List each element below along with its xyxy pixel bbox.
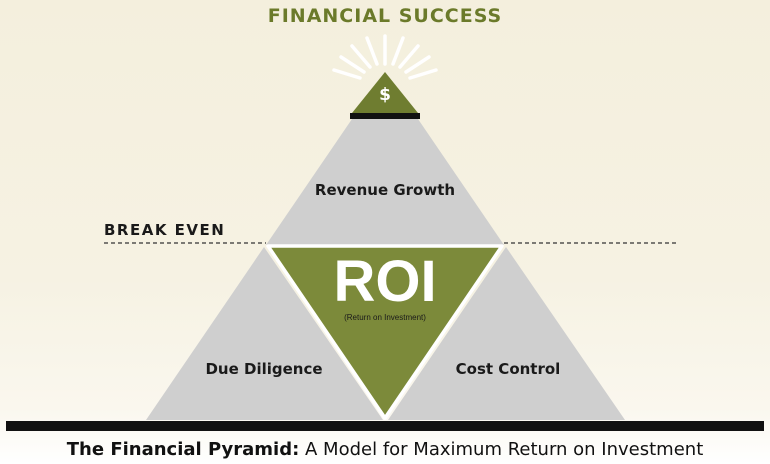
- figure-caption: The Financial Pyramid: A Model for Maxim…: [0, 439, 770, 460]
- pyramid-base-bar: [6, 421, 764, 431]
- break-even-label: BREAK EVEN: [104, 221, 226, 239]
- cost-control-section: [388, 247, 625, 420]
- caption-title: The Financial Pyramid:: [66, 439, 300, 460]
- cost-control-label: Cost Control: [455, 360, 561, 378]
- roi-section: [266, 244, 504, 420]
- due-diligence-label: Due Diligence: [205, 360, 323, 378]
- financial-success-label: FINANCIAL SUCCESS: [267, 5, 503, 27]
- sunburst-rays: [332, 34, 438, 80]
- caption-text: A Model for Maximum Return on Investment: [305, 439, 704, 460]
- apex-base-bar: [350, 113, 420, 119]
- apex-triangle: [352, 72, 418, 113]
- roi-sublabel: (Return on Investment): [344, 313, 426, 322]
- roi-label: ROI: [333, 249, 437, 314]
- due-diligence-section: [146, 247, 383, 420]
- revenue-growth-label: Revenue Growth: [314, 181, 456, 199]
- dollar-icon: $: [379, 85, 391, 105]
- revenue-growth-section: [266, 119, 504, 245]
